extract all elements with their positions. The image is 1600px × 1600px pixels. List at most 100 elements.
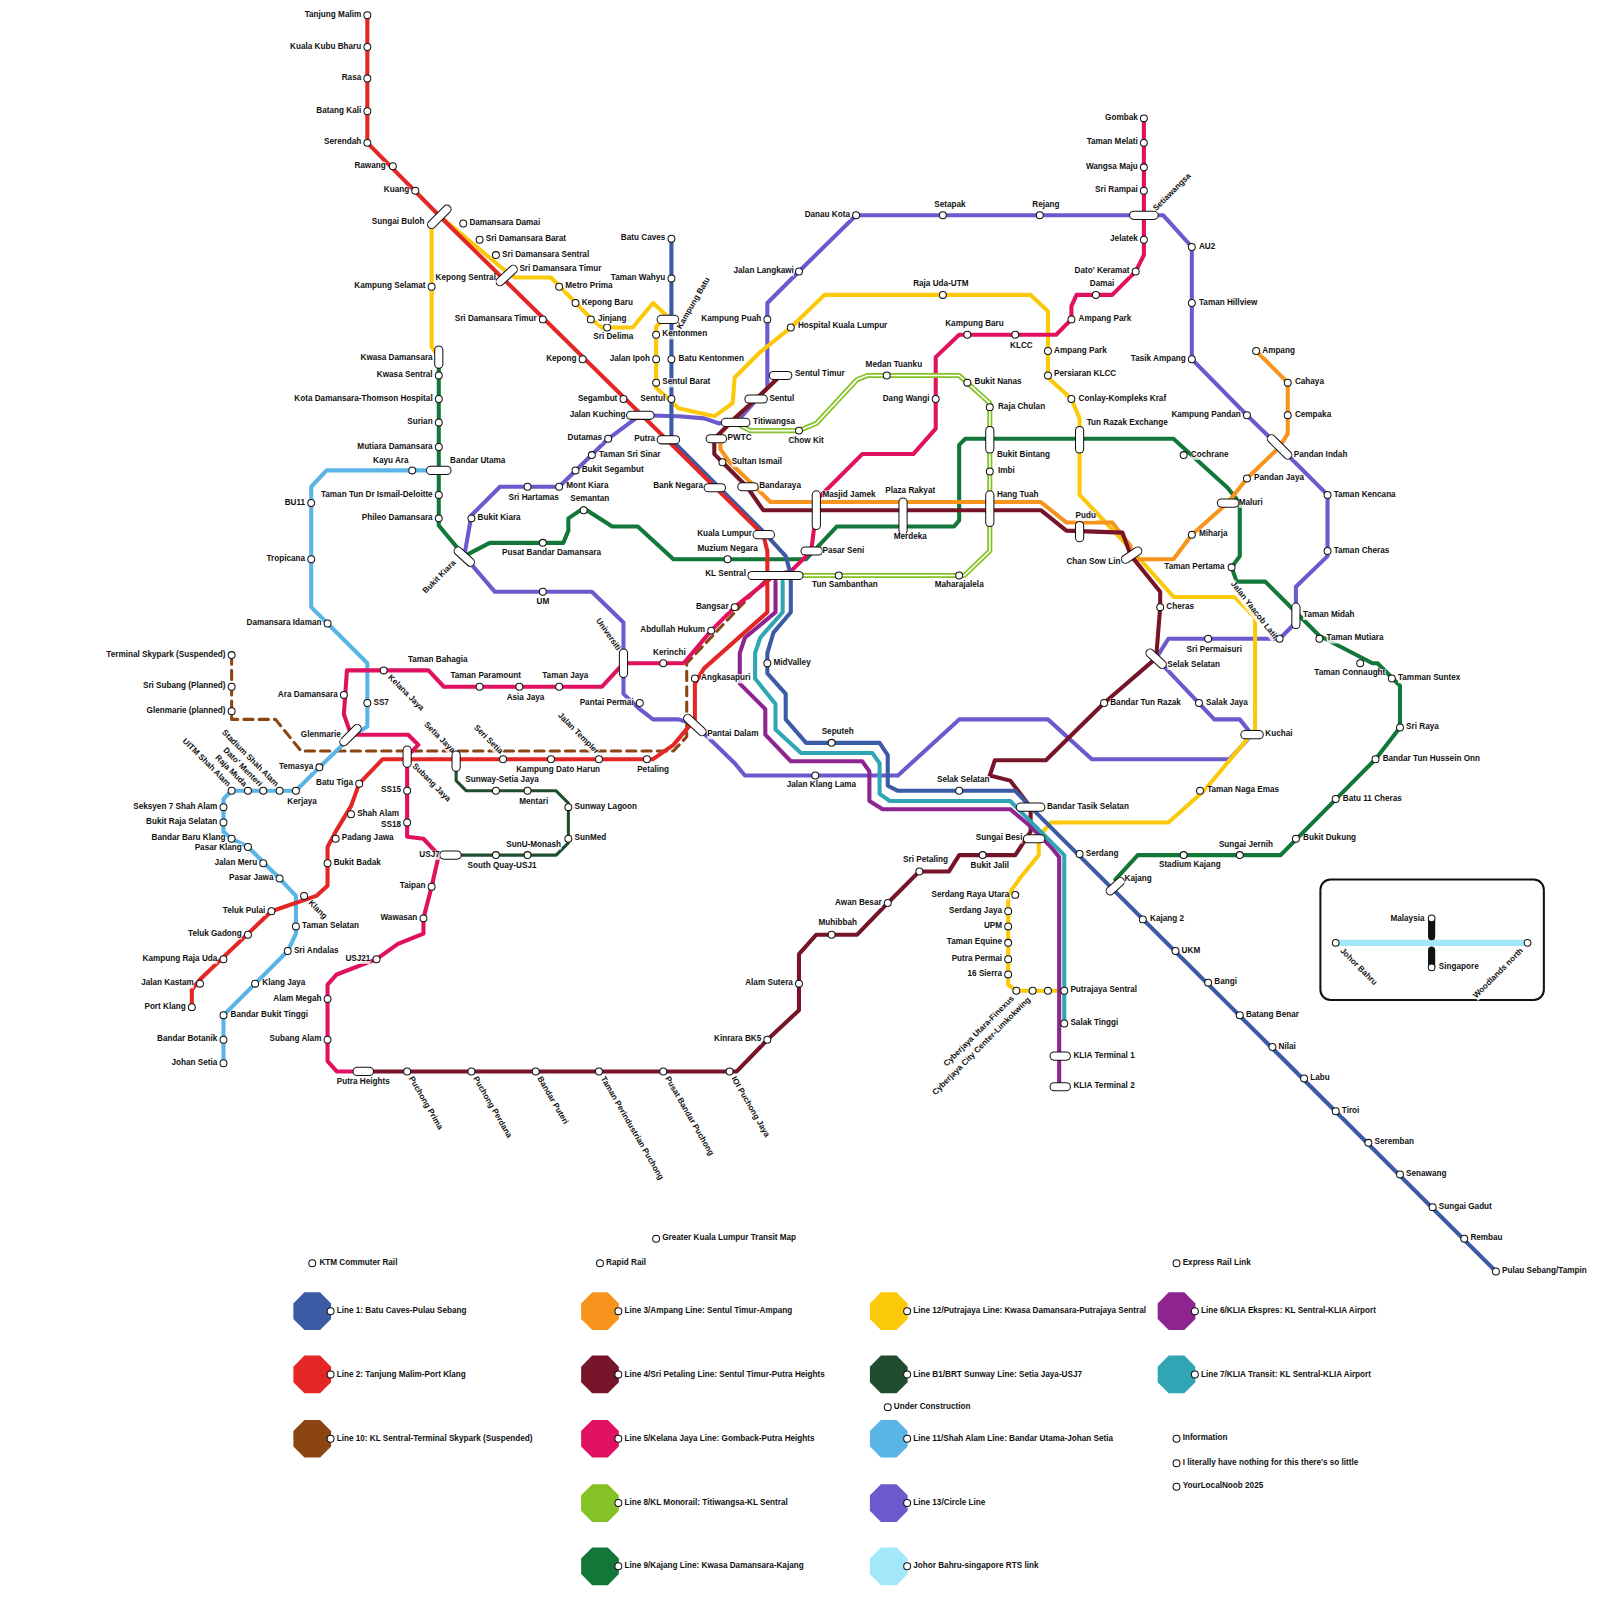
- border-marker: [1428, 920, 1435, 936]
- station-label: Sri Damansara Barat: [486, 235, 566, 244]
- station-label: Temasya: [279, 763, 313, 772]
- interchange-outline: [726, 418, 746, 427]
- station-label: Setiawangsa: [1152, 172, 1193, 213]
- interchange-outline: [1110, 882, 1120, 891]
- station-dot: [356, 780, 363, 787]
- station-label: Jelatek: [1110, 235, 1138, 244]
- station-label: Kuang: [384, 186, 409, 195]
- station-label: SS15: [381, 786, 401, 795]
- interchange-fill: [500, 269, 513, 281]
- legend-text: Line 1: Batu Caves-Pulau Sebang: [337, 1306, 467, 1315]
- station-dot: [364, 139, 371, 146]
- station-dot: [653, 379, 660, 386]
- station-dot: [468, 515, 475, 522]
- station-label: KLIA Terminal 2: [1073, 1082, 1134, 1091]
- station-label: Pasar Seni: [822, 547, 864, 556]
- interchange-fill: [757, 531, 770, 538]
- station-dot: [1316, 635, 1323, 642]
- station-label: Dang Wangi: [883, 394, 930, 403]
- station-dot: [1205, 979, 1212, 986]
- swatch-octagon: [581, 1292, 619, 1330]
- station-dot: [1068, 396, 1075, 403]
- station-dot: [884, 1404, 891, 1411]
- station-label: KL Sentral: [705, 570, 746, 579]
- interchange-outline: [710, 434, 722, 443]
- legend-swatch: [868, 1418, 915, 1459]
- station-dot: [1005, 971, 1012, 978]
- station-label: Terminal Skypark (Suspended): [106, 651, 225, 660]
- station-dot: [964, 331, 971, 338]
- station-dot: [492, 252, 499, 259]
- station-dot: [724, 556, 731, 563]
- interchange-outline: [452, 755, 461, 767]
- station-label: Taman Hillview: [1199, 299, 1257, 308]
- station-dot: [1061, 1020, 1068, 1027]
- station-label: Sri Petaling: [903, 856, 948, 865]
- interchange-fill: [710, 435, 722, 442]
- station-dot: [1324, 491, 1331, 498]
- swatch-octagon: [870, 1484, 908, 1522]
- station-label: Danau Kota: [805, 211, 850, 220]
- station-dot: [332, 835, 339, 842]
- station-dot: [1243, 475, 1250, 482]
- station-label: UPM: [984, 922, 1002, 931]
- station-label: Bukit Bintang: [997, 451, 1050, 460]
- interchange-outline: [749, 394, 763, 403]
- station-label: Phileo Damansara: [362, 514, 433, 523]
- station-label: Port Klang: [144, 1003, 185, 1012]
- station-dot: [1076, 851, 1083, 858]
- station-label: Universiti: [593, 617, 622, 653]
- interchange-outline: [1150, 653, 1162, 664]
- legend-dot: [615, 1435, 622, 1442]
- station-dot: [389, 163, 396, 170]
- route-line: [464, 215, 1327, 775]
- station-label: Jalan Meru: [214, 859, 257, 868]
- interchange-outline: [661, 315, 674, 324]
- station-label: KLIA Terminal 1: [1073, 1052, 1134, 1061]
- station-dot: [524, 852, 531, 859]
- station-dot: [308, 556, 315, 563]
- swatch-octagon: [870, 1547, 908, 1585]
- station-label: Kampung Puah: [701, 315, 761, 324]
- station-dot: [884, 900, 891, 907]
- station-label: Jalan Langkawi: [734, 267, 794, 276]
- station-dot: [565, 835, 572, 842]
- station-label: Pusat Bandar Puchong: [662, 1075, 715, 1157]
- station-label: Masjid Jamek: [822, 490, 875, 499]
- station-label: Glenmarie: [301, 731, 341, 740]
- legend-dot: [615, 1500, 622, 1507]
- station-label: Tropicana: [267, 555, 306, 564]
- legend-text: Line 4/Sri Petaling Line: Sentul Timur-P…: [624, 1369, 824, 1378]
- station-dot: [220, 1036, 227, 1043]
- legend-dot: [1191, 1308, 1198, 1315]
- station-dot: [292, 787, 299, 794]
- station-label: Hospital Kuala Lumpur: [798, 322, 887, 331]
- legend-text: Line 8/KL Monorail: Titiwangsa-KL Sentra…: [624, 1498, 787, 1507]
- legend-dot: [904, 1371, 911, 1378]
- station-label: Batu Caves: [621, 234, 665, 243]
- station-label: Kajang 2: [1150, 915, 1184, 924]
- station-label: Sri Raya: [1406, 723, 1439, 732]
- station-dot: [404, 819, 411, 826]
- station-label: Taman Jaya: [542, 672, 588, 681]
- route-line: [439, 215, 1255, 991]
- station-dot: [1188, 243, 1195, 250]
- station-dot: [340, 691, 347, 698]
- station-label: Singapore: [1439, 963, 1479, 972]
- station-label: Teluk Pulai: [223, 907, 265, 916]
- station-label: Sri Hartamas: [508, 493, 558, 502]
- station-dot: [939, 291, 946, 298]
- interchange-fill: [742, 483, 754, 490]
- station-dot: [1005, 908, 1012, 915]
- station-label: Chan Sow Lin: [1066, 558, 1120, 567]
- station-dot: [1196, 700, 1203, 707]
- station-dot: [539, 588, 546, 595]
- interchange-outline: [773, 371, 787, 380]
- station-label: Batang Benar: [1246, 1011, 1299, 1020]
- interchange-fill: [661, 436, 675, 443]
- station-label: Ampang Park: [1079, 315, 1132, 324]
- station-dot: [435, 443, 442, 450]
- station-label: Abdullah Hukum: [640, 626, 705, 635]
- station-label: Kepong Baru: [582, 299, 633, 308]
- interchange-fill: [344, 729, 357, 742]
